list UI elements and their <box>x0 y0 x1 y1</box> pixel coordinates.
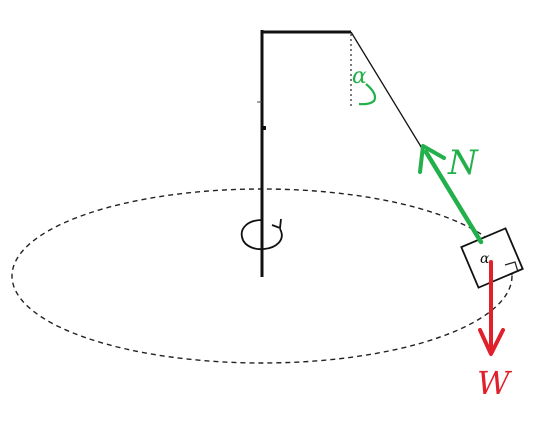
weight-arrowhead <box>478 328 505 356</box>
angle-arc <box>358 83 377 106</box>
normal-force-vector <box>423 149 484 245</box>
string <box>350 31 424 151</box>
angle-label: α <box>352 64 367 89</box>
mass-block <box>460 227 524 289</box>
normal-force-label: N <box>447 143 479 183</box>
weight-label: W <box>477 364 513 402</box>
normal-force-arrowhead <box>418 144 446 174</box>
rotation-arrow-icon <box>240 218 283 251</box>
post-mark <box>263 126 266 130</box>
mass-angle-label: α <box>480 251 490 267</box>
mass-inner-mark <box>504 261 519 273</box>
